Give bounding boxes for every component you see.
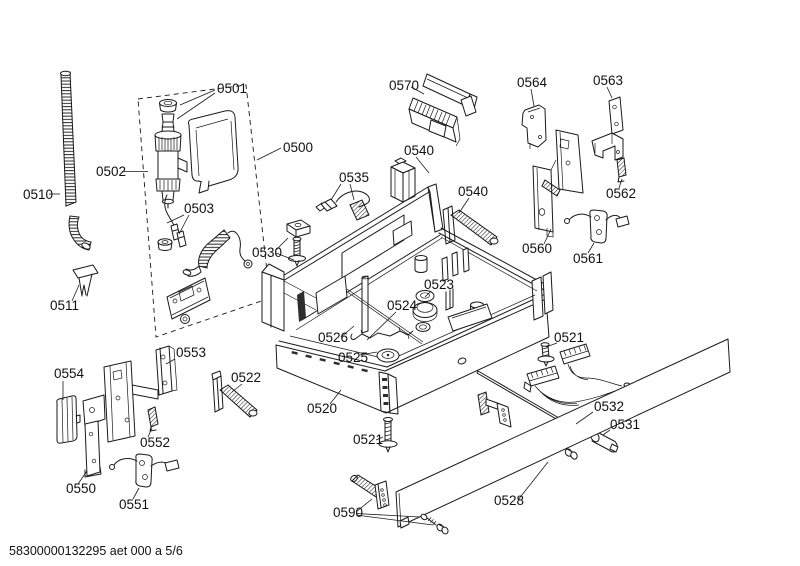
part-labels: 0501 0500 0502 0503 0510 0511 0530 0535 … bbox=[23, 73, 640, 520]
part-label-0563: 0563 bbox=[593, 73, 623, 88]
part-label-0523: 0523 bbox=[424, 277, 454, 292]
part-0528-panel bbox=[395, 338, 731, 529]
part-0520-base-tub bbox=[261, 183, 554, 415]
part-label-0511: 0511 bbox=[50, 298, 79, 313]
post-slots bbox=[382, 378, 389, 405]
part-0590-screw-cap bbox=[420, 513, 449, 535]
part-0590-bracket bbox=[350, 474, 390, 510]
part-label-0521b: 0521 bbox=[554, 330, 584, 345]
part-label-0550: 0550 bbox=[66, 481, 96, 496]
part-label-0560: 0560 bbox=[522, 241, 552, 256]
part-label-0570: 0570 bbox=[389, 78, 419, 93]
part-bracket-right bbox=[477, 391, 512, 428]
part-label-0531: 0531 bbox=[610, 417, 640, 432]
part-0521-screw-b bbox=[537, 342, 555, 367]
part-0554-pad bbox=[56, 395, 81, 444]
part-label-0503: 0503 bbox=[184, 201, 214, 216]
part-label-0590: 0590 bbox=[333, 505, 363, 520]
part-label-0525: 0525 bbox=[338, 350, 368, 365]
part-label-0530: 0530 bbox=[252, 245, 282, 260]
part-label-0521a: 0521 bbox=[353, 432, 383, 447]
part-0560-bracket bbox=[532, 129, 584, 238]
part-label-0552: 0552 bbox=[140, 435, 170, 450]
wall-slots bbox=[291, 350, 368, 373]
part-label-0520: 0520 bbox=[307, 401, 337, 416]
part-0511-clip bbox=[72, 264, 99, 297]
part-label-0535: 0535 bbox=[339, 170, 369, 185]
part-0551-sensor bbox=[109, 453, 180, 488]
part-0540-box bbox=[390, 157, 416, 203]
part-label-0522: 0522 bbox=[231, 370, 261, 385]
part-label-0500: 0500 bbox=[283, 140, 313, 155]
part-0530-mount-screw bbox=[286, 219, 311, 267]
part-label-0524: 0524 bbox=[387, 298, 418, 313]
part-label-0564: 0564 bbox=[517, 75, 548, 90]
part-0532-rod bbox=[476, 370, 591, 439]
part-label-0540a: 0540 bbox=[404, 143, 434, 158]
part-0553-bracket bbox=[131, 345, 178, 400]
part-0564-bracket bbox=[521, 104, 547, 149]
part-0521-screw-a bbox=[378, 417, 398, 453]
part-label-0532: 0532 bbox=[594, 399, 624, 414]
part-0522-strip bbox=[211, 370, 258, 418]
dashed-group-box bbox=[137, 84, 271, 338]
part-0563-bracket bbox=[591, 96, 624, 161]
part-0510-hose bbox=[60, 70, 92, 251]
part-label-0562: 0562 bbox=[606, 186, 636, 201]
part-0550-bracket bbox=[82, 360, 136, 478]
part-label-0502: 0502 bbox=[96, 164, 126, 179]
part-label-0561: 0561 bbox=[573, 251, 603, 266]
document-number: 58300000132295 aet 000 a 5/6 bbox=[9, 544, 183, 558]
part-label-0540b: 0540 bbox=[458, 184, 488, 199]
part-0562-clip bbox=[616, 157, 627, 183]
part-label-0554: 0554 bbox=[54, 366, 85, 381]
part-0502-valve-assembly bbox=[154, 99, 253, 324]
part-label-0551: 0551 bbox=[119, 497, 149, 512]
leader-lines bbox=[49, 86, 623, 526]
part-label-0510: 0510 bbox=[23, 187, 53, 202]
part-label-0501: 0501 bbox=[217, 81, 247, 96]
part-0535-cable bbox=[315, 190, 370, 221]
part-0561-sensor bbox=[564, 209, 630, 244]
part-label-0526: 0526 bbox=[318, 330, 348, 345]
part-harness bbox=[523, 343, 633, 406]
part-0570-module bbox=[408, 73, 478, 147]
part-0552-clip bbox=[147, 406, 159, 432]
part-label-0553: 0553 bbox=[176, 345, 206, 360]
part-label-0528: 0528 bbox=[494, 493, 524, 508]
